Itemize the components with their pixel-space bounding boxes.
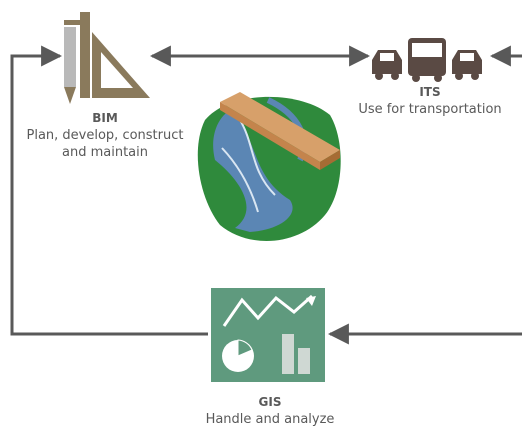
connectors [10,45,522,345]
its-desc-line1: Use for transportation [358,102,502,117]
bim-label: BIM Plan, develop, construct and maintai… [10,110,200,161]
its-label: ITS Use for transportation [345,84,515,118]
arrow-gis-to-bim-loop [10,45,208,336]
gis-title: GIS [258,395,282,409]
its-title: ITS [419,85,441,99]
drafting-tools-icon [64,12,150,104]
analytics-chart-icon [211,288,325,382]
bridge-over-river-icon [197,92,341,242]
vehicles-icon [372,38,482,82]
bim-desc-line2: and maintain [62,145,148,160]
bim-desc-line1: Plan, develop, construct [26,128,184,143]
bim-title: BIM [92,111,118,125]
gis-desc-line1: Handle and analyze [205,412,335,427]
gis-label: GIS Handle and analyze [175,394,365,428]
